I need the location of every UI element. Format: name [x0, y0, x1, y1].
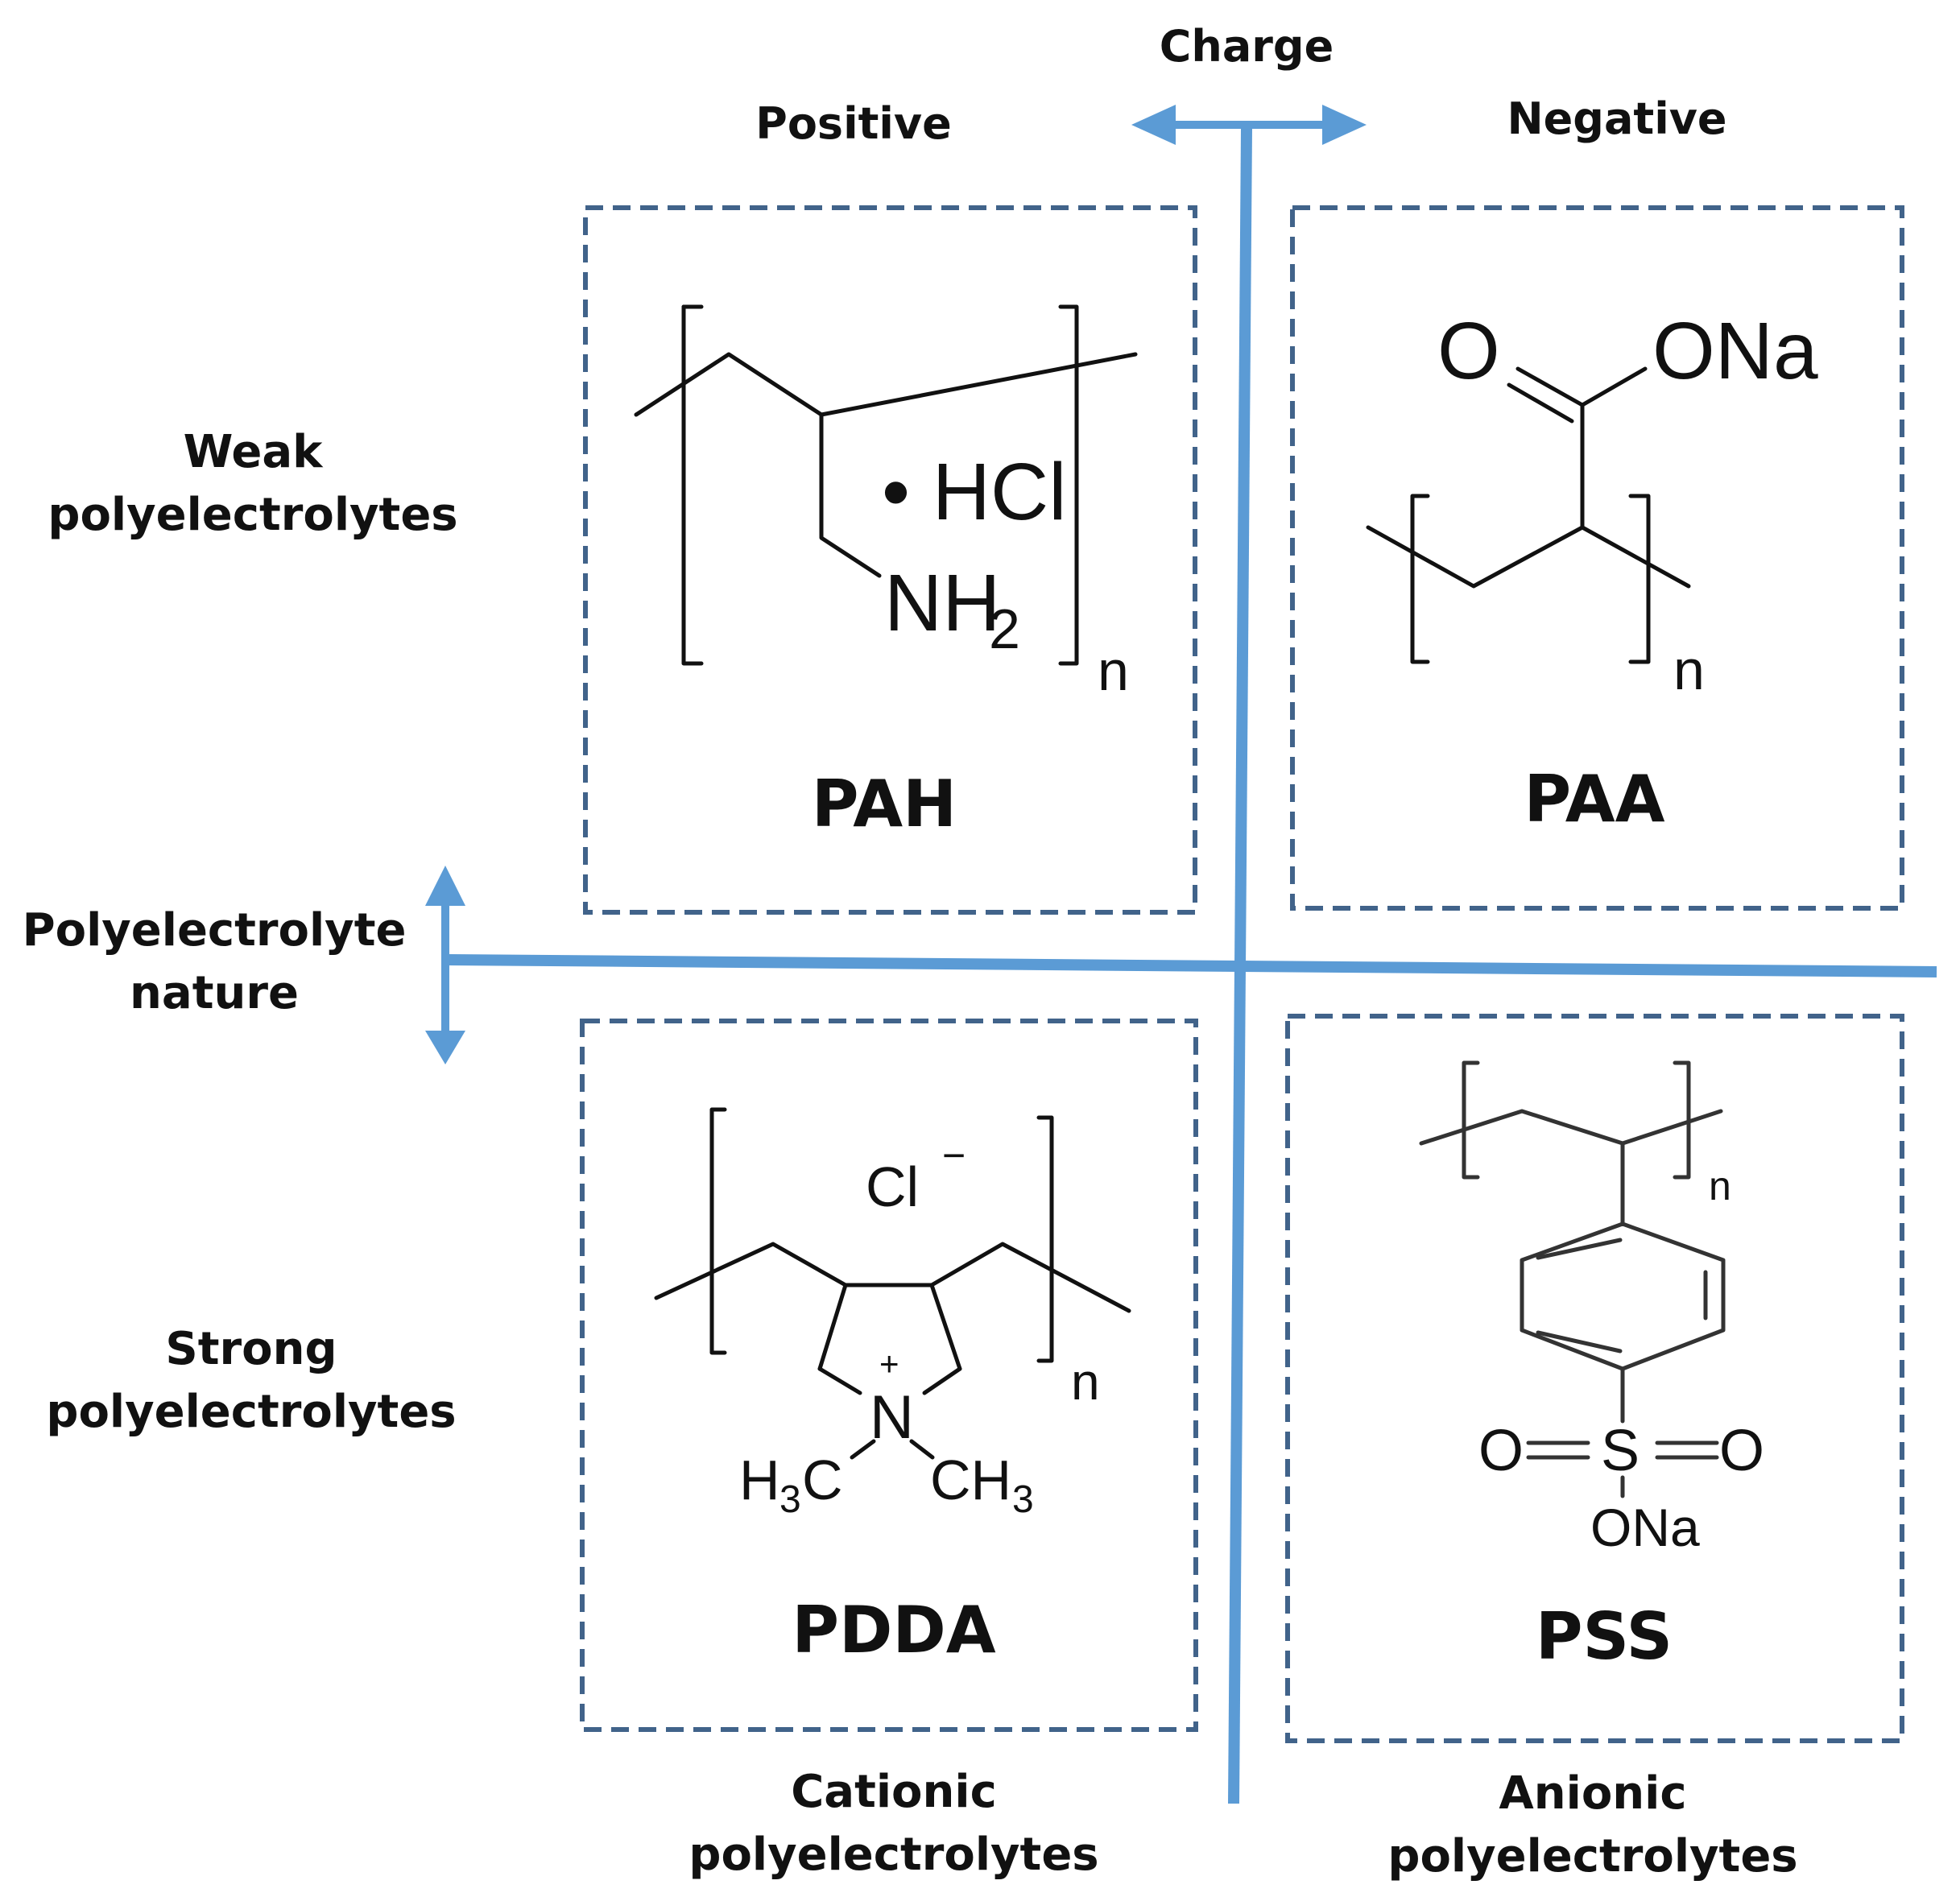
pah-amine: NH [884, 558, 1000, 648]
pss-oxygen-right: O [1719, 1419, 1764, 1483]
cationic-column-label-line2: polyelectrolytes [688, 1829, 1098, 1881]
pdda-nitrogen: N [870, 1383, 914, 1452]
paa-carbonyl-oxygen: O [1437, 306, 1500, 396]
pss-sulfur: S [1601, 1419, 1640, 1483]
labels: Charge Positive Negative Weak polyelectr… [23, 21, 1798, 1883]
positive-label: Positive [755, 98, 951, 149]
pss-repeat-n: n [1709, 1163, 1731, 1209]
weak-row-label-line1: Weak [184, 426, 325, 478]
nature-axis-horizontal-line [446, 954, 1937, 977]
pah-box [583, 205, 1197, 915]
pdda-name: PDDA [792, 1593, 995, 1668]
pss-name: PSS [1536, 1599, 1673, 1674]
cationic-column-label-line1: Cationic [791, 1766, 997, 1818]
pdda-methyl-left-c: C [802, 1449, 843, 1511]
strong-row-label-line1: Strong [165, 1323, 337, 1375]
pdda-nitrogen-charge: + [879, 1345, 899, 1382]
pdda-counterion-charge: − [942, 1133, 966, 1178]
anionic-column-label-line1: Anionic [1499, 1767, 1686, 1820]
pah-structure: • HCl NH 2 n PAH [634, 304, 1138, 841]
pss-sodium-sulfonate: ONa [1590, 1498, 1700, 1557]
pah-repeat-n: n [1098, 639, 1129, 702]
paa-sodium-carboxylate: ONa [1652, 306, 1818, 396]
pdda-counterion: Cl [866, 1155, 919, 1218]
nature-axis-title-line1: Polyelectrolyte [23, 904, 407, 957]
nature-axis-title-line2: nature [130, 967, 299, 1019]
pdda-box [580, 1019, 1198, 1732]
charge-axis-title: Charge [1160, 21, 1334, 72]
nature-arrow-up-head [425, 866, 465, 906]
pdda-methyl-right-subscript: 3 [1012, 1478, 1034, 1521]
pdda-structure: Cl − + N H 3 C CH 3 n PDDA [654, 1107, 1131, 1668]
paa-box [1290, 205, 1904, 911]
charge-arrow-left-head [1131, 105, 1176, 145]
paa-structure: O ONa n PAA [1366, 306, 1818, 837]
pah-amine-subscript: 2 [989, 597, 1020, 660]
pdda-methyl-right: CH [930, 1449, 1011, 1511]
paa-repeat-n: n [1673, 639, 1705, 701]
charge-arrow-right-head [1322, 105, 1367, 145]
pdda-methyl-left-h: H [739, 1449, 780, 1511]
nature-arrow-down-head [425, 1031, 465, 1064]
negative-label: Negative [1507, 93, 1726, 144]
pss-box [1285, 1014, 1904, 1743]
pah-name: PAH [812, 767, 957, 841]
pdda-methyl-left-subscript: 3 [779, 1478, 801, 1521]
strong-row-label-line2: polyelectrolytes [46, 1386, 456, 1438]
pss-oxygen-left: O [1478, 1419, 1524, 1483]
weak-row-label-line2: polyelectrolytes [48, 489, 457, 541]
paa-name: PAA [1524, 762, 1664, 837]
axes [425, 105, 1937, 1804]
pdda-repeat-n: n [1071, 1353, 1100, 1411]
pah-salt: • HCl [882, 447, 1066, 537]
pss-structure: O S O ONa n PSS [1419, 1060, 1764, 1674]
anionic-column-label-line2: polyelectrolytes [1387, 1830, 1797, 1883]
